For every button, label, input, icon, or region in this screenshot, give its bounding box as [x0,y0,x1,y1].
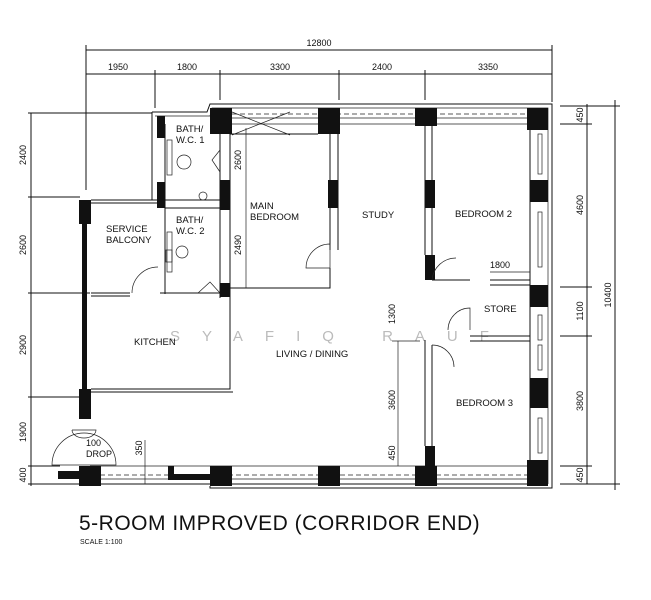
dim-left-3: 2900 [18,335,28,355]
room-kitchen: KITCHEN [134,337,176,348]
exterior-walls [58,103,553,489]
room-living-dining: LIVING / DINING [276,349,348,360]
right-dimensions: 450 4600 1100 3800 450 10400 [560,100,620,490]
dim-right-4: 3800 [575,391,585,411]
room-store: STORE [484,304,517,315]
dim-right-5: 450 [575,467,585,482]
dim-left-1: 2400 [18,145,28,165]
dim-entrance-step: 350 [134,440,144,455]
room-service-balcony-line1: SERVICE [106,224,148,235]
room-study: STUDY [362,210,395,221]
dim-left-4: 1900 [18,422,28,442]
dim-left-2: 2600 [18,235,28,255]
dim-store: 1300 [387,304,397,324]
room-service-balcony-line2: BALCONY [106,235,152,246]
left-dimensions: 2400 2600 2900 1900 400 [18,112,152,486]
drop-value: 100 [86,438,101,448]
dim-overall-height: 10400 [603,282,613,307]
dim-top-1: 1950 [108,62,128,72]
dim-right-3: 1100 [575,301,585,320]
dim-bedroom3: 3600 [387,390,397,410]
top-dimensions: 12800 1950 1800 3300 2400 3350 [85,38,553,190]
room-bedroom2: BEDROOM 2 [455,209,512,220]
drop-label: DROP [86,449,112,459]
dim-top-4: 2400 [372,62,392,72]
room-bedroom3: BEDROOM 3 [456,398,513,409]
dim-bath2: 2490 [233,235,243,255]
interior-walls [51,124,530,484]
room-bath1-line2: W.C. 1 [176,135,205,146]
plan-scale: SCALE 1:100 [80,539,123,546]
plan-title: 5-ROOM IMPROVED (CORRIDOR END) [79,512,480,535]
interior-dimensions: 2600 2490 1800 1300 3600 450 350 100 DRO… [86,150,510,461]
dim-top-3: 3300 [270,62,290,72]
room-bath1-line1: BATH/ [176,124,204,135]
watermark: SYAFIQ RAUF [170,328,511,345]
dim-bath1: 2600 [233,150,243,170]
dim-top-5: 3350 [478,62,498,72]
dim-top-2: 1800 [177,62,197,72]
dim-left-5: 400 [18,467,28,482]
dim-bedroom2-width: 1800 [490,260,510,270]
dim-bottom-gap: 450 [387,445,397,460]
room-main-bedroom-line2: BEDROOM [250,212,299,223]
dim-right-2: 4600 [575,195,585,215]
room-bath2-line2: W.C. 2 [176,226,205,237]
dim-overall-width: 12800 [306,38,331,48]
room-bath2-line1: BATH/ [176,215,204,226]
room-main-bedroom-line1: MAIN [250,201,274,212]
dim-right-1: 450 [575,107,585,122]
room-labels: BATH/ W.C. 1 BATH/ W.C. 2 MAIN BEDROOM S… [106,124,517,409]
